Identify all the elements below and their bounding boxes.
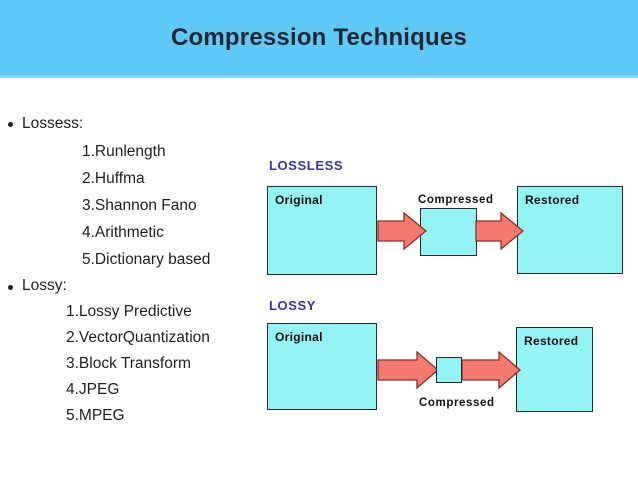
lossless-restored-box: Restored <box>517 186 623 274</box>
lossless-heading: LOSSLESS <box>269 158 344 173</box>
bullet-icon <box>8 122 13 127</box>
arrow-right-icon <box>461 350 521 390</box>
section-header: Lossess: <box>22 115 84 132</box>
box-label: Original <box>275 330 323 344</box>
box-label: Original <box>275 193 323 207</box>
list-item: 3.Shannon Fano <box>82 197 197 214</box>
list-item: 1.Runlength <box>82 143 166 160</box>
arrow-right-icon <box>475 211 525 251</box>
lossless-compressed-box <box>420 208 477 256</box>
page-title: Compression Techniques <box>170 23 467 51</box>
list-item: 3.Block Transform <box>66 355 191 372</box>
list-item: 5.MPEG <box>66 407 125 424</box>
lossless-outline-section: Lossess: 1.Runlength 2.Huffma 3.Shannon … <box>0 110 262 273</box>
outline-list: Lossess: 1.Runlength 2.Huffma 3.Shannon … <box>0 110 262 429</box>
lossless-compressed-caption: Compressed <box>418 194 494 206</box>
section-header: Lossy: <box>22 277 67 294</box>
arrow-right-icon <box>377 350 439 390</box>
list-item: 2.VectorQuantization <box>66 329 210 346</box>
bullet-icon <box>8 285 13 290</box>
lossy-original-box: Original <box>267 323 377 410</box>
box-label: Restored <box>524 334 579 348</box>
lossless-original-box: Original <box>267 186 377 275</box>
box-label: Restored <box>525 193 580 207</box>
list-item: 2.Huffma <box>82 170 145 187</box>
arrow-right-icon <box>377 211 428 251</box>
lossy-heading: LOSSY <box>269 298 317 313</box>
title-bar: Compression Techniques <box>0 0 638 78</box>
list-item: 4.JPEG <box>66 381 120 398</box>
list-item: Lossy: <box>0 273 262 299</box>
lossy-compressed-caption: Compressed <box>419 397 495 409</box>
list-item: 5.Dictionary based <box>82 251 211 268</box>
list-item: 1.Lossy Predictive <box>66 303 192 320</box>
list-item: 4.Arithmetic <box>82 224 164 241</box>
lossy-compressed-box <box>436 357 462 383</box>
list-item: Lossess: <box>0 110 262 138</box>
lossy-outline-section: Lossy: 1.Lossy Predictive 2.VectorQuanti… <box>0 273 262 429</box>
lossy-restored-box: Restored <box>516 327 593 412</box>
